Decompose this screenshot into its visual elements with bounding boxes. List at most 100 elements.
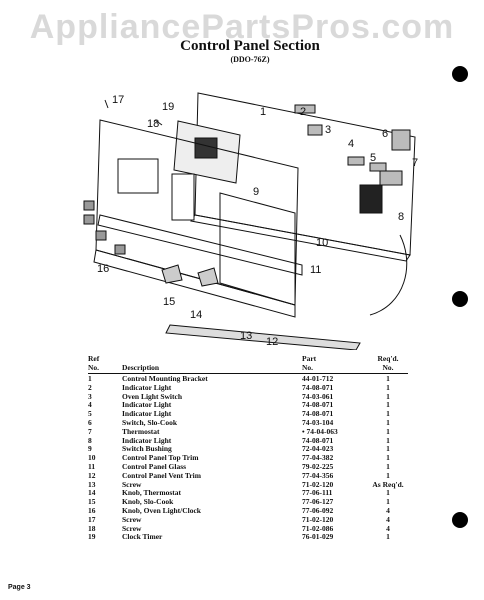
row-description: Screw: [122, 523, 142, 533]
row-part-number: 76-01-029: [302, 532, 334, 542]
row-part-number: 77-04-356: [302, 470, 334, 480]
row-qty: 1: [386, 400, 390, 410]
page-footer: Page 3: [8, 584, 31, 591]
row-part-number: 74-08-071: [302, 400, 334, 410]
row-description: Indicator Light: [122, 409, 172, 419]
table-row: 8 Indicator Light 74-08-071 1: [88, 435, 408, 446]
row-ref: 11: [88, 461, 96, 471]
row-part-number: 72-04-023: [302, 444, 334, 454]
row-part-number: 71-02-086: [302, 523, 334, 533]
row-part-number: 74-03-104: [302, 417, 334, 427]
row-ref: 5: [88, 409, 92, 419]
row-ref: 6: [88, 417, 92, 427]
row-part-number: 77-06-092: [302, 505, 334, 515]
callout-10: 10: [316, 237, 328, 249]
row-qty: 1: [386, 453, 390, 463]
row-ref: 3: [88, 391, 92, 401]
row-description: Switch Bushing: [122, 444, 172, 454]
header-part: Part No.: [302, 354, 317, 372]
table-row: 5 Indicator Light 74-08-071 1: [88, 409, 408, 419]
row-qty: 1: [386, 488, 390, 498]
row-ref: 12: [88, 470, 96, 480]
row-qty: 1: [386, 497, 390, 507]
row-ref: 4: [88, 400, 92, 410]
row-qty: 1: [386, 391, 390, 401]
row-description: Control Panel Top Trim: [122, 453, 199, 463]
row-ref: 19: [88, 532, 96, 542]
row-description: Knob, Thermostat: [122, 488, 182, 498]
callout-7: 7: [412, 157, 418, 169]
row-qty: 4: [386, 505, 390, 515]
header-rule: [88, 373, 408, 374]
binder-hole-bottom: [452, 512, 468, 528]
callout-12: 12: [266, 336, 278, 348]
row-part-number: 71-02-120: [302, 479, 334, 489]
row-description: Knob, Slo-Cook: [122, 497, 174, 507]
row-ref: 8: [88, 435, 92, 445]
row-description: Indicator Light: [122, 400, 172, 410]
table-row: 19 Clock Timer 76-01-029 1: [88, 533, 408, 542]
row-qty: 1: [386, 532, 390, 542]
row-qty: 4: [386, 523, 390, 533]
row-ref: 7: [88, 426, 92, 436]
row-qty: 1: [386, 409, 390, 419]
binder-hole-top: [452, 66, 468, 82]
page-title: Control Panel Section: [180, 38, 320, 54]
binder-hole-middle: [452, 291, 468, 307]
row-description: Switch, Slo-Cook: [122, 417, 178, 427]
knob: [83, 200, 95, 211]
callout-8: 8: [398, 211, 404, 223]
vent-trim: [165, 324, 361, 350]
callout-13: 13: [240, 330, 252, 342]
callout-16: 16: [97, 263, 109, 275]
table-row: 13 Screw 71-02-120 As Req'd.: [88, 479, 408, 490]
row-part-number: 44-01-712: [302, 374, 334, 383]
thermostat: [379, 170, 403, 186]
row-description: Thermostat: [122, 426, 160, 436]
row-qty: 1: [386, 417, 390, 427]
row-qty: 1: [386, 435, 390, 445]
callout-14: 14: [190, 309, 202, 321]
row-qty: 1: [386, 444, 390, 454]
indicator-light: [294, 104, 316, 114]
row-qty: 1: [386, 461, 390, 471]
row-qty: 1: [386, 374, 390, 383]
oven-light-switch: [307, 124, 323, 136]
row-description: Oven Light Switch: [122, 391, 183, 401]
row-qty: 1: [386, 426, 390, 436]
row-ref: 17: [88, 514, 96, 524]
row-qty: 1: [386, 470, 390, 480]
row-part-number: 79-02-225: [302, 461, 334, 471]
callout-2: 2: [300, 106, 306, 118]
row-description: Screw: [122, 514, 142, 524]
row-part-number: 74-08-071: [302, 409, 334, 419]
callout-6: 6: [382, 128, 388, 140]
watermark: AppliancePartsPros.com: [29, 8, 455, 46]
row-ref: 18: [88, 523, 96, 533]
callout-5: 5: [370, 152, 376, 164]
row-qty: As Req'd.: [372, 479, 404, 489]
row-part-number: 77-06-111: [302, 488, 333, 498]
row-description: Clock Timer: [122, 532, 163, 542]
row-part-number: 74-08-071: [302, 435, 334, 445]
control-panel-glass: [219, 192, 296, 306]
thermostat-knob: [161, 264, 183, 284]
row-part-number: 77-04-382: [302, 453, 334, 463]
header-ref: Ref No.: [88, 354, 100, 372]
row-ref: 13: [88, 479, 96, 489]
row-description: Indicator Light: [122, 435, 172, 445]
row-description: Screw: [122, 479, 142, 489]
callout-15: 15: [163, 296, 175, 308]
